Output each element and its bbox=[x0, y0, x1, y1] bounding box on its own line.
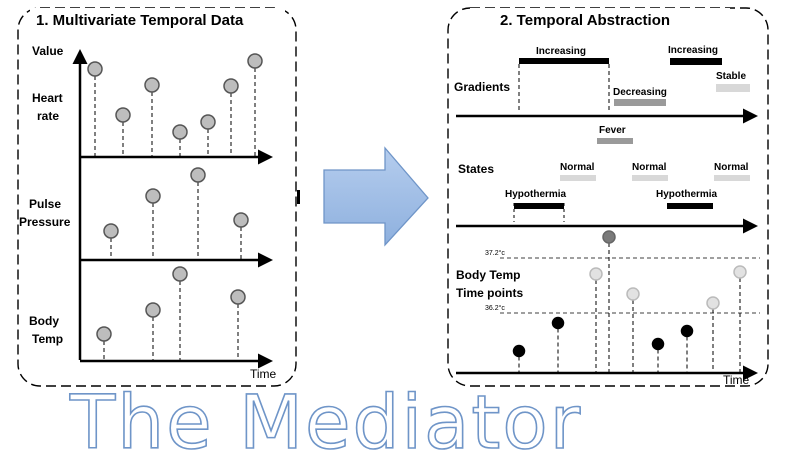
interval-decreasing bbox=[614, 99, 666, 106]
panel-temporal-abstraction: 2. Temporal Abstraction Gradients Increa… bbox=[447, 7, 769, 387]
pulse-pressure-point bbox=[103, 223, 119, 239]
interval-normal-3 bbox=[714, 175, 750, 181]
interval-increasing-2 bbox=[670, 58, 722, 65]
row-label-body-line1: Body bbox=[29, 314, 59, 328]
label-hypothermia-1: Hypothermia bbox=[505, 189, 567, 200]
interval-normal-2 bbox=[632, 175, 668, 181]
label-normal-3: Normal bbox=[714, 162, 749, 173]
y-axis-label: Value bbox=[32, 44, 64, 58]
body-temp-label-line1: Body Temp bbox=[456, 268, 520, 282]
label-normal-1: Normal bbox=[560, 162, 595, 173]
temp-time-point-low bbox=[551, 316, 565, 330]
interval-normal-1 bbox=[560, 175, 596, 181]
label-increasing-1: Increasing bbox=[536, 46, 586, 57]
label-decreasing: Decreasing bbox=[613, 87, 667, 98]
temp-time-point-light bbox=[626, 287, 640, 301]
body-temp-point bbox=[96, 326, 112, 342]
heart-rate-point bbox=[87, 61, 103, 77]
temp-time-point-low bbox=[512, 344, 526, 358]
panel2-x-axis-label: Time bbox=[723, 373, 750, 387]
process-arrow bbox=[323, 146, 429, 247]
panel2-lollipops bbox=[512, 230, 747, 373]
heart-rate-point bbox=[172, 124, 188, 140]
threshold-upper-label: 37.2°c bbox=[485, 249, 505, 257]
banner-title: The Mediator bbox=[69, 380, 582, 457]
panel1-lollipops bbox=[87, 53, 263, 361]
gradients-label: Gradients bbox=[454, 80, 510, 94]
heart-rate-point bbox=[200, 114, 216, 130]
temp-time-point-light bbox=[733, 265, 747, 279]
heart-rate-point bbox=[144, 77, 160, 93]
heart-rate-point bbox=[247, 53, 263, 69]
heart-rate-point bbox=[115, 107, 131, 123]
panel1-title: 1. Multivariate Temporal Data bbox=[36, 12, 244, 29]
pulse-pressure-point bbox=[233, 212, 249, 228]
interval-fever bbox=[597, 138, 633, 144]
row-label-pulse-line2: Pressure bbox=[19, 215, 71, 229]
body-temp-label-line2: Time points bbox=[456, 286, 523, 300]
x-axis-label: Time bbox=[250, 367, 277, 381]
states-label: States bbox=[458, 162, 494, 176]
label-fever: Fever bbox=[599, 125, 626, 136]
label-stable: Stable bbox=[716, 71, 746, 82]
label-increasing-2: Increasing bbox=[668, 45, 718, 56]
heart-rate-point bbox=[223, 78, 239, 94]
body-temp-point bbox=[172, 266, 188, 282]
interval-hypothermia-2 bbox=[667, 203, 713, 209]
body-temp-point bbox=[145, 302, 161, 318]
interval-hypothermia-1 bbox=[514, 203, 564, 209]
temp-time-point-high bbox=[602, 230, 616, 244]
temp-time-point-low bbox=[680, 324, 694, 338]
row-label-heart-line2: rate bbox=[37, 109, 59, 123]
row-label-heart-line1: Heart bbox=[32, 91, 63, 105]
threshold-lower-label: 36.2°c bbox=[485, 304, 505, 312]
interval-stable bbox=[716, 84, 750, 92]
row-label-pulse-line1: Pulse bbox=[29, 197, 61, 211]
pulse-pressure-point bbox=[190, 167, 206, 183]
label-normal-2: Normal bbox=[632, 162, 667, 173]
row-label-body-line2: Temp bbox=[32, 332, 63, 346]
body-temp-point bbox=[230, 289, 246, 305]
panel1-border bbox=[17, 7, 297, 387]
temp-time-point-light bbox=[589, 267, 603, 281]
label-hypothermia-2: Hypothermia bbox=[656, 189, 718, 200]
divider-tick bbox=[297, 190, 300, 204]
interval-increasing-1 bbox=[519, 58, 609, 64]
panel-multivariate-data: 1. Multivariate Temporal Data Value Time… bbox=[17, 7, 297, 387]
temp-time-point-light bbox=[706, 296, 720, 310]
temp-time-point-low bbox=[651, 337, 665, 351]
pulse-pressure-point bbox=[145, 188, 161, 204]
panel2-title: 2. Temporal Abstraction bbox=[500, 12, 670, 29]
